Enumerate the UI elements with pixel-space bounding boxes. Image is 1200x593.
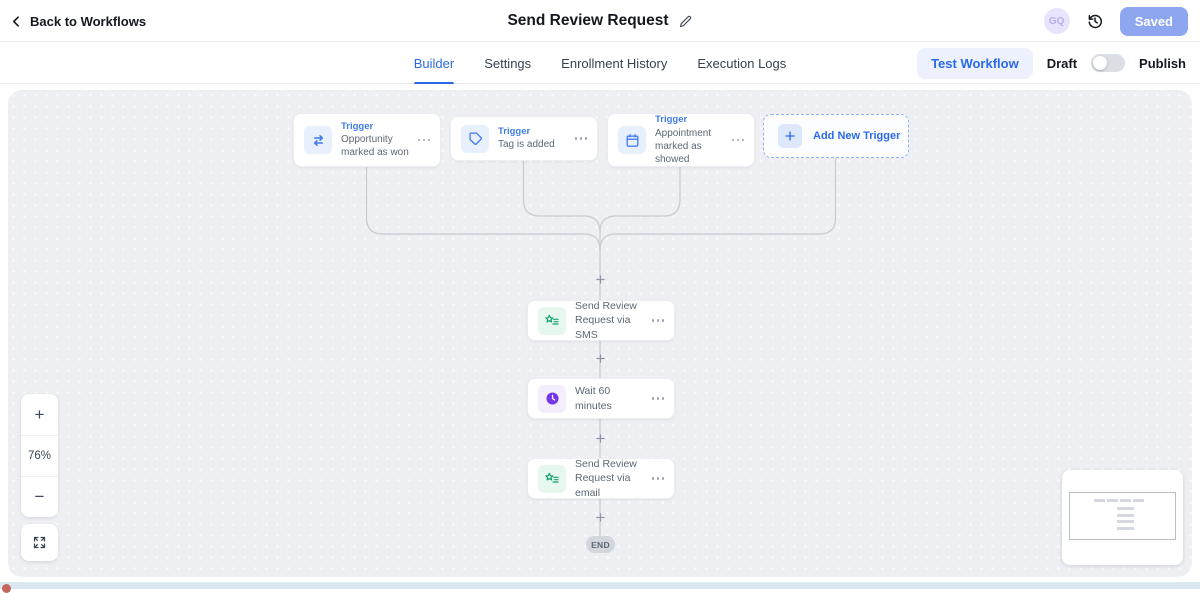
- saved-button[interactable]: Saved: [1120, 7, 1188, 36]
- tab-execution-logs[interactable]: Execution Logs: [697, 42, 786, 84]
- tab-bar: Builder Settings Enrollment History Exec…: [0, 42, 1200, 84]
- more-options-icon[interactable]: [730, 135, 747, 146]
- fullscreen-button[interactable]: [21, 524, 58, 561]
- action-title: Send Review Request via email: [575, 457, 650, 500]
- add-step-plus-icon[interactable]: [592, 430, 608, 446]
- expand-arrows-icon: [32, 535, 47, 550]
- tab-settings[interactable]: Settings: [484, 42, 531, 84]
- minimap-action-column: [1117, 507, 1134, 530]
- tag-icon: [461, 125, 489, 153]
- end-node: END: [586, 536, 615, 553]
- publish-label: Publish: [1139, 56, 1186, 71]
- trigger-type-label: Trigger: [498, 126, 573, 138]
- action-title: Send Review Request via SMS: [575, 299, 650, 342]
- trigger-title: Tag is added: [498, 138, 573, 151]
- action-node-wait[interactable]: Wait 60 minutes: [527, 378, 675, 419]
- zoom-out-button[interactable]: −: [21, 476, 58, 517]
- trigger-title: Appointment marked as showed: [655, 127, 730, 166]
- add-step-plus-icon[interactable]: [592, 509, 608, 525]
- tab-enrollment-history[interactable]: Enrollment History: [561, 42, 667, 84]
- workflow-canvas[interactable]: Trigger Opportunity marked as won Trigge…: [8, 90, 1192, 577]
- more-options-icon[interactable]: [573, 133, 590, 144]
- trigger-card-opportunity-won[interactable]: Trigger Opportunity marked as won: [293, 113, 441, 167]
- more-options-icon[interactable]: [650, 473, 667, 484]
- more-options-icon[interactable]: [650, 315, 667, 326]
- add-new-trigger-label: Add New Trigger: [813, 130, 900, 142]
- plus-icon: [778, 124, 802, 148]
- add-step-plus-icon[interactable]: [592, 271, 608, 287]
- minimap-trigger-row: [1094, 499, 1144, 502]
- chevron-left-icon: [10, 15, 23, 28]
- minimap[interactable]: [1062, 470, 1183, 565]
- action-node-send-review-email[interactable]: Send Review Request via email: [527, 458, 675, 499]
- page-title: Send Review Request: [507, 12, 668, 30]
- zoom-in-button[interactable]: +: [21, 394, 58, 435]
- clock-restore-icon[interactable]: [1086, 12, 1104, 30]
- trigger-card-appointment-showed[interactable]: Trigger Appointment marked as showed: [607, 113, 755, 167]
- zoom-controls: + 76% −: [21, 394, 58, 517]
- trigger-title: Opportunity marked as won: [341, 133, 416, 159]
- more-options-icon[interactable]: [416, 135, 433, 146]
- trigger-card-tag-added[interactable]: Trigger Tag is added: [450, 116, 598, 161]
- toggle-knob: [1093, 56, 1107, 70]
- test-workflow-button[interactable]: Test Workflow: [917, 48, 1033, 79]
- draft-label: Draft: [1047, 56, 1077, 71]
- publish-toggle[interactable]: [1091, 54, 1125, 72]
- avatar[interactable]: GQ: [1044, 8, 1070, 34]
- review-star-icon: [538, 307, 566, 335]
- add-step-plus-icon[interactable]: [592, 350, 608, 366]
- calendar-icon: [618, 126, 646, 154]
- minimap-viewport[interactable]: [1069, 492, 1176, 540]
- swap-arrows-icon: [304, 126, 332, 154]
- clock-icon: [538, 385, 566, 413]
- trigger-type-label: Trigger: [655, 114, 730, 126]
- edit-title-pencil-icon[interactable]: [678, 14, 693, 29]
- action-title: Wait 60 minutes: [575, 384, 650, 412]
- review-star-icon: [538, 465, 566, 493]
- back-button[interactable]: Back to Workflows: [10, 0, 146, 42]
- add-new-trigger-button[interactable]: Add New Trigger: [763, 114, 909, 158]
- trigger-type-label: Trigger: [341, 121, 416, 133]
- action-node-send-review-sms[interactable]: Send Review Request via SMS: [527, 300, 675, 341]
- zoom-level: 76%: [21, 435, 58, 476]
- bottom-edge-strip: [0, 582, 1200, 589]
- header: Back to Workflows Send Review Request GQ…: [0, 0, 1200, 42]
- tab-builder[interactable]: Builder: [414, 42, 454, 84]
- back-button-label: Back to Workflows: [30, 14, 146, 29]
- more-options-icon[interactable]: [650, 393, 667, 404]
